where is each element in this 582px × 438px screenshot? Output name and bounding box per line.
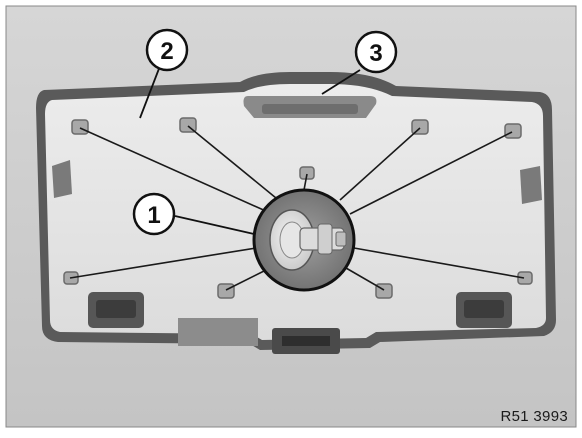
right-side-vent: [520, 166, 542, 204]
callout-3-leader: [321, 69, 361, 95]
callout-1-label: 1: [147, 202, 160, 229]
callout-3-label: 3: [369, 40, 382, 67]
callout-3: 3: [354, 30, 398, 74]
callout-2: 2: [145, 28, 189, 72]
clip-mount-points: [63, 117, 533, 299]
clip-detail-inset: [252, 188, 356, 292]
clip-leader-lines: [69, 125, 525, 291]
left-side-vent: [52, 160, 72, 198]
callout-1-leader: [174, 215, 255, 235]
callout-2-leader: [139, 65, 161, 119]
reference-code: R51 3993: [500, 408, 568, 425]
bottom-block: [178, 318, 258, 346]
callout-1: 1: [132, 192, 176, 236]
callout-2-label: 2: [160, 38, 173, 65]
